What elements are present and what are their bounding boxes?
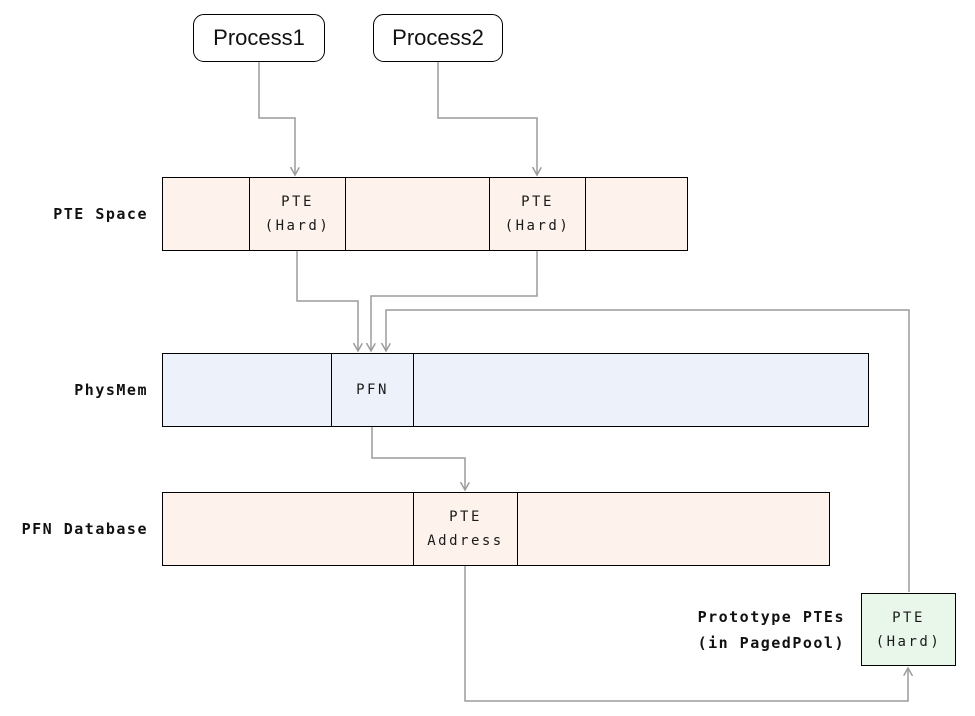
pte-space-row: PTE (Hard) PTE (Hard): [162, 177, 688, 251]
pte-space-cell-empty-2: [345, 178, 489, 250]
process2-label: Process2: [392, 25, 484, 50]
process1-label: Process1: [213, 25, 305, 50]
pte-space-row-label: PTE Space: [53, 205, 148, 223]
physmem-row: PFN: [162, 353, 869, 427]
connector-pte-hard1-to-pfn: [296, 251, 358, 351]
connector-pte-hard2-to-pfn: [371, 251, 538, 351]
pte-space-cell-empty-3: [585, 178, 686, 250]
physmem-cell-pfn: PFN: [331, 354, 413, 426]
process2-node: Process2: [373, 14, 503, 62]
physmem-cell-empty-1: [163, 354, 331, 426]
pte-space-cell-pte-hard-1: PTE (Hard): [249, 178, 345, 250]
process1-node: Process1: [193, 14, 325, 62]
pfn-database-row-label: PFN Database: [21, 520, 148, 538]
pfn-database-cell-empty-2: [517, 493, 828, 565]
prototype-pte-hard-node: PTE (Hard): [861, 593, 956, 666]
prototype-ptes-caption: Prototype PTEs (in PagedPool): [697, 608, 845, 652]
connector-pfn-to-pte-address: [371, 427, 465, 490]
connector-process1-to-pte-hard1: [258, 62, 295, 175]
pfn-database-cell-pte-address: PTE Address: [413, 493, 517, 565]
pte-space-cell-empty-1: [163, 178, 249, 250]
pte-space-cell-pte-hard-2: PTE (Hard): [489, 178, 585, 250]
pfn-database-row: PTE Address: [162, 492, 830, 566]
physmem-cell-empty-2: [413, 354, 867, 426]
pfn-database-cell-empty-1: [163, 493, 413, 565]
connector-process2-to-pte-hard2: [437, 62, 537, 175]
physmem-row-label: PhysMem: [74, 381, 148, 399]
